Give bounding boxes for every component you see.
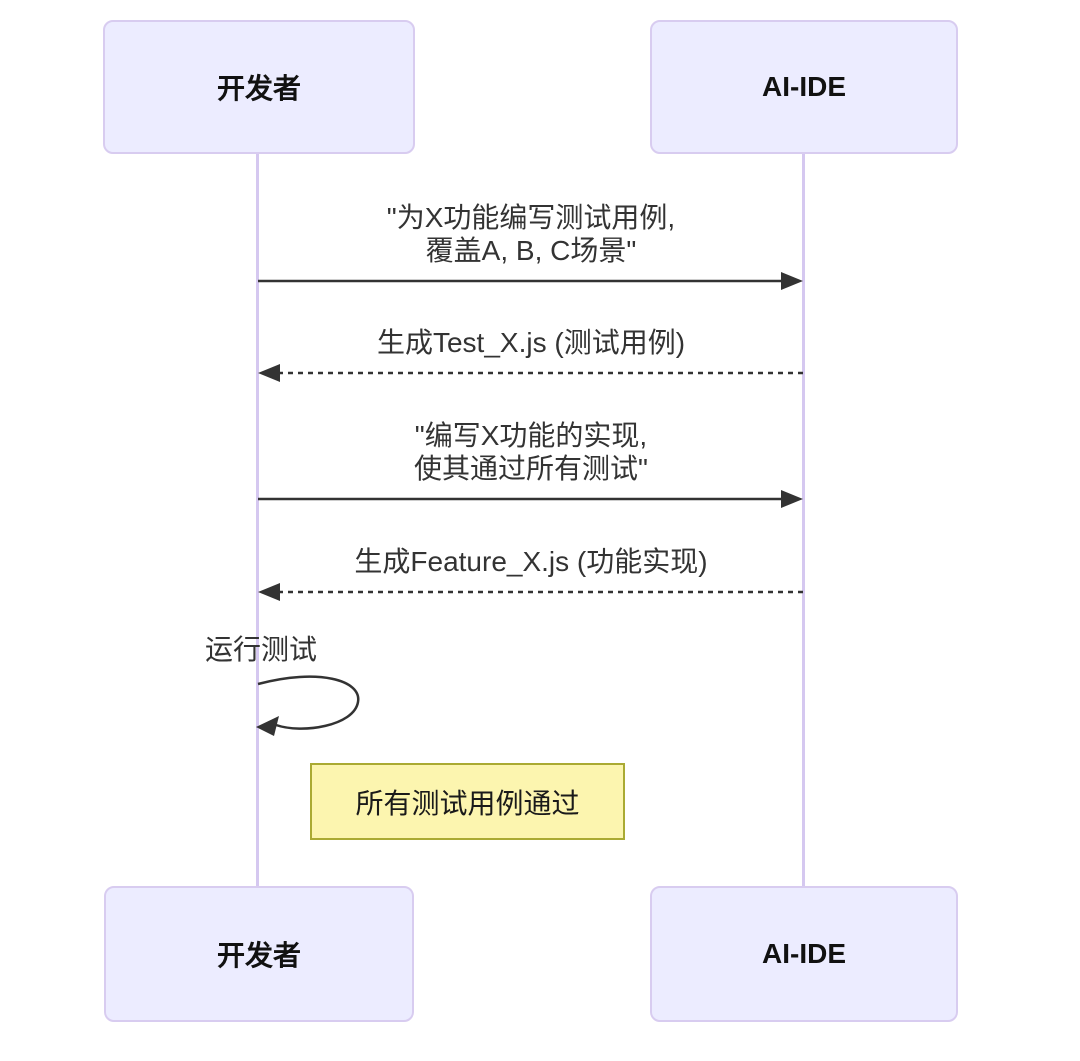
self-loop-path [257, 675, 360, 730]
actor-box-ai-ide-bottom: AI-IDE [650, 886, 958, 1022]
actor-label-developer-bottom: 开发者 [216, 940, 301, 971]
note-box: 所有测试用例通过 [310, 763, 625, 840]
message-2-line-1: 生成Test_X.js (测试用例) [376, 327, 686, 358]
message-4-line-1: 生成Feature_X.js (功能实现) [354, 546, 708, 577]
actor-label-ai-ide-top: AI-IDE [762, 71, 846, 102]
message-3-line-1: "编写X功能的实现, [414, 420, 648, 451]
actor-box-developer-top: 开发者 [103, 20, 415, 154]
lifeline-developer [256, 154, 259, 886]
message-4-text: 生成Feature_X.js (功能实现) [354, 545, 707, 578]
self-message-line-1: 运行测试 [204, 634, 318, 665]
self-message-text: 运行测试 [205, 633, 317, 666]
message-1-text: "为X功能编写测试用例, 覆盖A, B, C场景" [387, 201, 675, 267]
message-3-text: "编写X功能的实现, 使其通过所有测试" [414, 419, 648, 485]
message-1-line-2: 覆盖A, B, C场景" [425, 235, 637, 266]
actor-box-ai-ide-top: AI-IDE [650, 20, 958, 154]
actor-label-developer-top: 开发者 [216, 73, 301, 104]
self-loop-arrowhead-icon [256, 716, 279, 736]
message-3-arrowhead-right-icon [781, 490, 803, 508]
message-1-line-1: "为X功能编写测试用例, [386, 202, 676, 233]
message-1-arrowhead-right-icon [781, 272, 803, 290]
message-2-arrowhead-left-icon [258, 364, 280, 382]
message-2-text: 生成Test_X.js (测试用例) [377, 326, 685, 359]
message-4-arrowhead-left-icon [258, 583, 280, 601]
lifeline-ai-ide [802, 154, 805, 886]
note-text: 所有测试用例通过 [355, 787, 580, 819]
message-3-line-2: 使其通过所有测试" [414, 453, 648, 484]
actor-label-ai-ide-bottom: AI-IDE [762, 938, 846, 969]
actor-box-developer-bottom: 开发者 [104, 886, 414, 1022]
